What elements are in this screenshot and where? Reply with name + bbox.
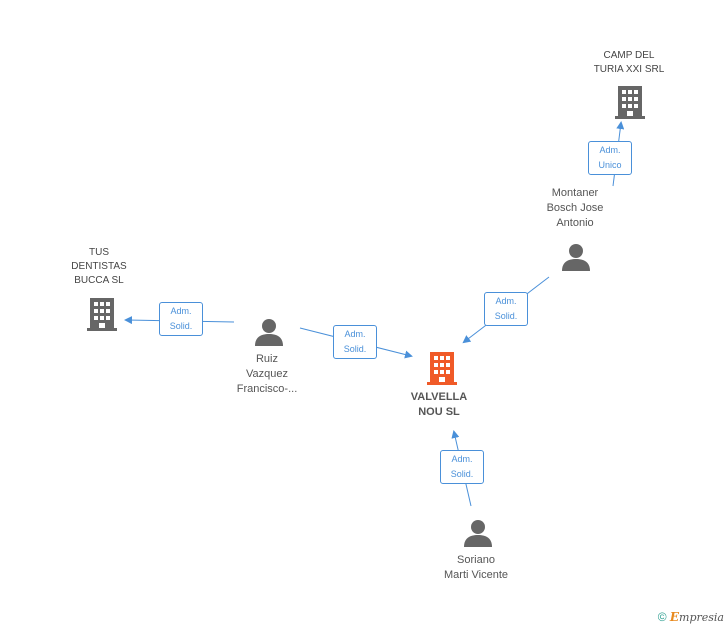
person-icon xyxy=(562,244,590,271)
node-soriano[interactable]: Soriano Marti Vicente xyxy=(426,553,526,583)
brand-footer: © Empresia xyxy=(658,610,724,624)
node-label: Montaner Bosch Jose Antonio xyxy=(546,187,604,229)
node-label: Soriano Marti Vicente xyxy=(444,554,508,581)
node-valvella-nou[interactable]: VALVELLA NOU SL xyxy=(394,390,484,420)
edge-label-montaner-center[interactable]: Adm. Solid. xyxy=(484,292,528,326)
node-tus-dentistas[interactable]: TUS DENTISTAS BUCCA SL xyxy=(54,246,144,288)
copyright-icon: © xyxy=(657,610,667,624)
node-camp-del-turia[interactable]: CAMP DEL TURIA XXI SRL xyxy=(580,49,678,77)
brand-logo-letter: E xyxy=(669,610,680,624)
edge-label-ruiz-center[interactable]: Adm. Solid. xyxy=(333,325,377,359)
edge-label-soriano-center[interactable]: Adm. Solid. xyxy=(440,450,484,484)
node-montaner[interactable]: Montaner Bosch Jose Antonio xyxy=(528,186,622,231)
person-icon xyxy=(255,319,283,346)
node-label: TUS DENTISTAS BUCCA SL xyxy=(71,247,127,286)
building-icon xyxy=(615,86,645,119)
edge-label-ruiz-tus[interactable]: Adm. Solid. xyxy=(159,302,203,336)
node-label: VALVELLA NOU SL xyxy=(410,391,468,418)
node-label: CAMP DEL TURIA XXI SRL xyxy=(593,50,665,75)
person-icon xyxy=(464,520,492,547)
edge-label-montaner-camp[interactable]: Adm. Unico xyxy=(588,141,632,175)
building-icon xyxy=(87,298,117,331)
node-label: Ruiz Vazquez Francisco-... xyxy=(236,353,298,395)
node-ruiz[interactable]: Ruiz Vazquez Francisco-... xyxy=(220,352,314,397)
building-icon-highlighted xyxy=(427,352,457,385)
brand-logo-text: mpresia xyxy=(679,611,724,624)
